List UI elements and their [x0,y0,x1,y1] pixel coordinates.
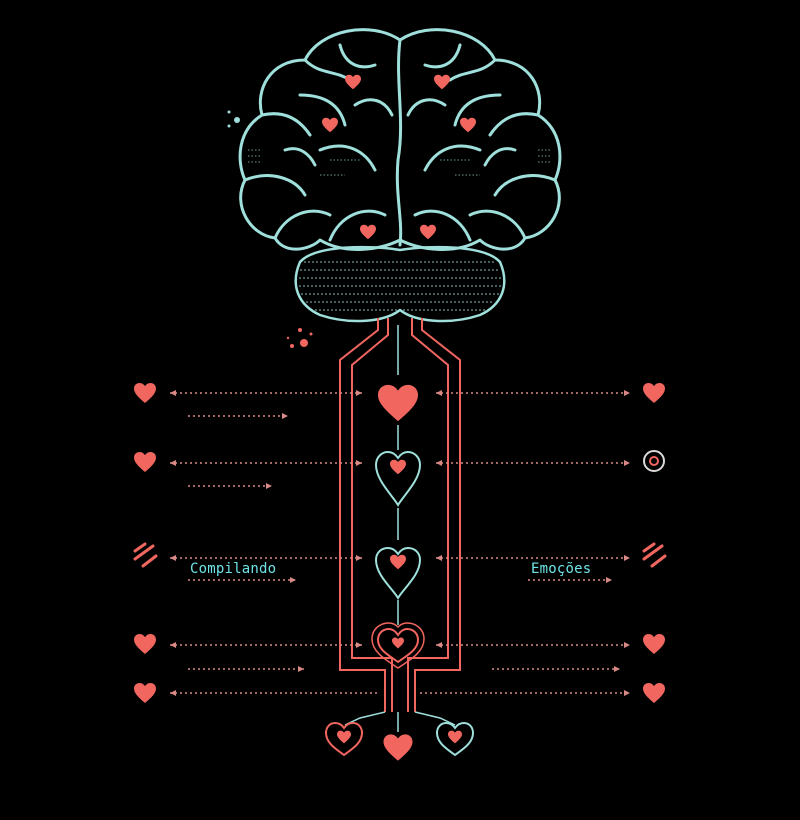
circle-icon [643,450,665,472]
dotted-connectors [170,392,630,694]
brain-illustration [238,28,562,323]
stripes-icon [133,542,158,568]
heart-icon [420,224,436,240]
decor-dots-cyan [227,110,240,128]
heart-icon [134,383,156,403]
heart-icon [434,74,450,90]
stripes-icon [642,542,667,568]
heart-icon [378,384,418,422]
heart-icon [360,224,376,240]
heart-icon [435,721,475,757]
heart-icon [383,734,413,761]
label-compilando: Compilando [190,561,277,577]
heart-icon [643,634,665,654]
decor-dots-red [286,328,313,348]
heart-icon [345,74,361,90]
heart-icon [392,637,404,649]
heart-icon [374,546,422,600]
heart-icon [134,683,156,703]
heart-icon [324,721,364,757]
heart-icon [390,459,406,475]
heart-icon [460,117,476,133]
heart-icon [643,383,665,403]
heart-icon [322,117,338,133]
heart-icon [643,683,665,703]
side-hearts [134,383,665,703]
heart-icon [390,554,406,570]
heart-icon [374,450,422,507]
heart-icon [448,730,462,744]
heart-icon [371,622,425,669]
heart-icon [337,730,351,744]
arrowheads [170,390,630,696]
heart-icon [134,634,156,654]
heart-icon [134,452,156,472]
label-emocoes: Emoções [531,561,592,577]
circuit-stem [339,318,461,712]
